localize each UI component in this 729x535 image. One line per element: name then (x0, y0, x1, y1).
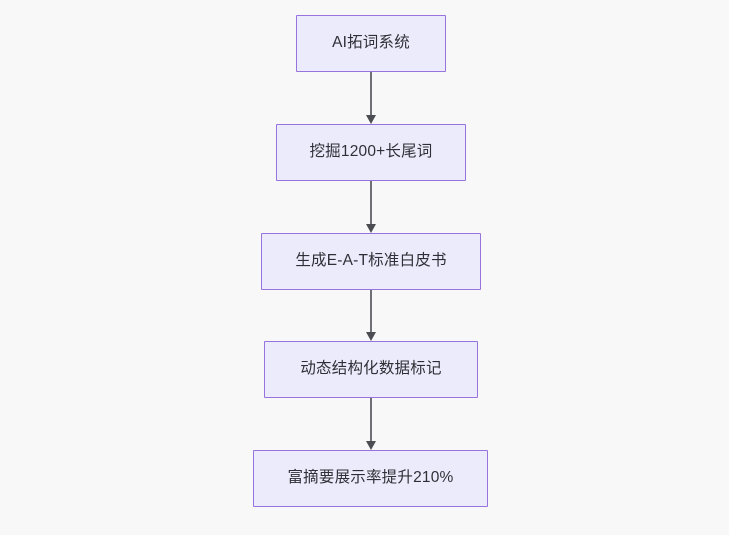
connector-node3-node4 (366, 290, 376, 341)
flow-node-dynamic-structured-data-markup[interactable]: 动态结构化数据标记 (264, 341, 478, 398)
flow-node-mine-longtail-keywords[interactable]: 挖掘1200+长尾词 (276, 124, 466, 181)
arrowhead-icon (366, 224, 376, 233)
flow-node-label: 富摘要展示率提升210% (287, 469, 454, 487)
connector-node4-node5 (366, 398, 376, 450)
flow-node-ai-keyword-system[interactable]: AI拓词系统 (296, 15, 446, 72)
arrowhead-icon (366, 115, 376, 124)
connector-node1-node2 (366, 72, 376, 124)
flow-node-label: 动态结构化数据标记 (300, 360, 442, 378)
flow-node-label: 生成E-A-T标准白皮书 (295, 252, 447, 270)
connector-node2-node3 (366, 181, 376, 233)
flow-node-label: 挖掘1200+长尾词 (309, 143, 433, 161)
flow-node-label: AI拓词系统 (332, 34, 410, 52)
connector-line (370, 398, 372, 442)
connector-line (370, 181, 372, 225)
connector-line (370, 290, 372, 333)
arrowhead-icon (366, 441, 376, 450)
flow-node-rich-snippet-impression-lift[interactable]: 富摘要展示率提升210% (253, 450, 488, 507)
arrowhead-icon (366, 332, 376, 341)
connector-line (370, 72, 372, 116)
flow-node-generate-eat-whitepaper[interactable]: 生成E-A-T标准白皮书 (261, 233, 481, 290)
